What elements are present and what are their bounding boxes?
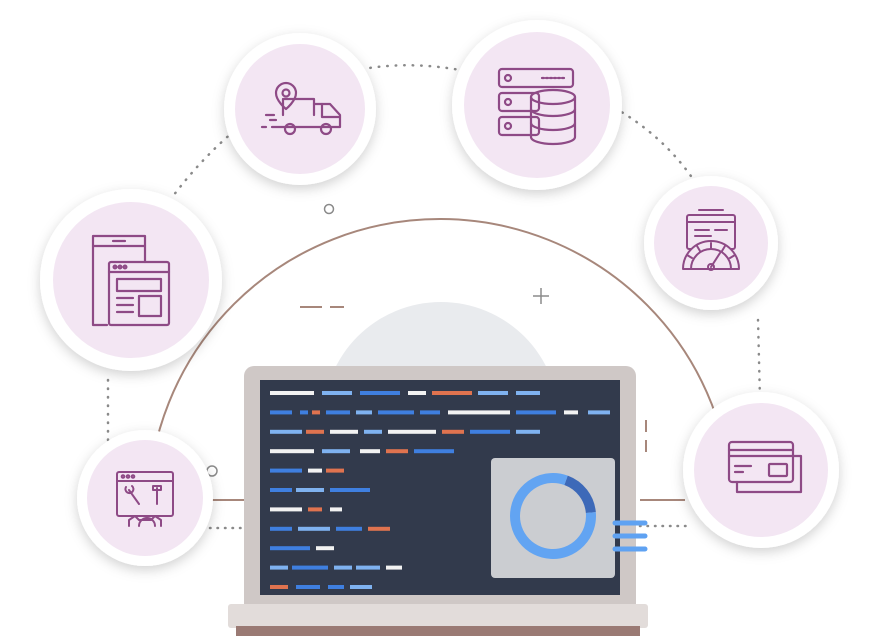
code-line-segment <box>330 488 370 492</box>
code-line-segment <box>322 391 352 395</box>
dash-marks <box>300 306 647 452</box>
code-line-segment <box>330 429 358 434</box>
code-line-segment <box>478 391 508 395</box>
code-line-segment <box>316 546 334 551</box>
code-line-segment <box>270 585 288 589</box>
code-line-segment <box>368 526 390 531</box>
mobile-web-circle <box>40 189 222 371</box>
database-circle <box>452 20 622 190</box>
code-line-segment <box>270 468 302 473</box>
code-line-segment <box>270 526 292 531</box>
code-line-segment <box>300 410 308 415</box>
code-line-segment <box>270 391 314 395</box>
code-line-segment <box>270 449 314 454</box>
code-line-segment <box>448 410 510 415</box>
deco-small-circle <box>323 203 335 215</box>
code-line-segment <box>350 585 372 589</box>
donut-chart <box>510 473 596 559</box>
code-line-segment <box>308 468 322 473</box>
panel-lines <box>612 520 648 552</box>
code-line-segment <box>292 565 328 570</box>
chart-panel <box>491 458 648 578</box>
code-line-segment <box>296 585 320 589</box>
code-line-segment <box>564 410 578 415</box>
mobile-web-app-icon <box>91 234 171 327</box>
web-settings-tools-icon <box>116 471 174 527</box>
code-line-segment <box>270 488 292 492</box>
code-line-segment <box>408 391 426 395</box>
code-line-segment <box>270 410 292 415</box>
code-line-segment <box>336 526 362 531</box>
code-line-segment <box>330 507 342 512</box>
laptop-base <box>228 604 648 628</box>
code-line-segment <box>378 410 414 415</box>
code-line-segment <box>356 565 380 570</box>
code-line-segment <box>270 507 302 512</box>
code-line-segment <box>356 410 372 415</box>
laptop-base-foot <box>236 626 640 636</box>
code-line-segment <box>360 449 380 454</box>
code-line-segment <box>308 507 322 512</box>
code-line-segment <box>298 526 330 531</box>
performance-circle <box>644 176 778 310</box>
performance-gauge-icon <box>682 209 740 271</box>
code-line-segment <box>516 391 540 395</box>
code-line-segment <box>420 410 440 415</box>
payment-circle <box>683 392 839 548</box>
code-line-segment <box>312 410 320 415</box>
code-line-segment <box>322 449 350 454</box>
code-line-segment <box>270 429 302 434</box>
code-line-segment <box>326 468 344 473</box>
code-line-segment <box>328 585 344 589</box>
dotted-arc-top <box>168 64 462 202</box>
code-line-segment <box>388 429 436 434</box>
code-line-segment <box>270 546 310 551</box>
code-line-segment <box>588 410 610 415</box>
code-lines <box>270 391 610 589</box>
code-line-segment <box>334 565 352 570</box>
code-line-segment <box>360 391 400 395</box>
code-line-segment <box>442 429 464 434</box>
code-line-segment <box>386 565 402 570</box>
code-line-segment <box>516 429 540 434</box>
donut-segment <box>510 473 596 559</box>
code-line-segment <box>470 429 510 434</box>
web-tools-circle <box>77 430 213 566</box>
code-line-segment <box>270 565 288 570</box>
server-database-icon <box>497 67 577 146</box>
ring-arc-solid <box>147 218 734 513</box>
code-line-segment <box>296 488 324 492</box>
code-line-segment <box>326 410 350 415</box>
plus-icon <box>533 288 549 304</box>
delivery-truck-icon <box>260 81 342 136</box>
delivery-circle <box>224 33 376 185</box>
code-line-segment <box>432 391 472 395</box>
dotted-arc-right <box>598 98 732 262</box>
code-line-segment <box>516 410 556 415</box>
donut-segment <box>564 475 596 514</box>
code-line-segment <box>306 429 324 434</box>
code-line-segment <box>364 429 382 434</box>
dotted-line-right <box>756 318 762 402</box>
payment-cards-icon <box>727 440 803 494</box>
code-line-segment <box>414 449 454 454</box>
code-line-segment <box>386 449 408 454</box>
